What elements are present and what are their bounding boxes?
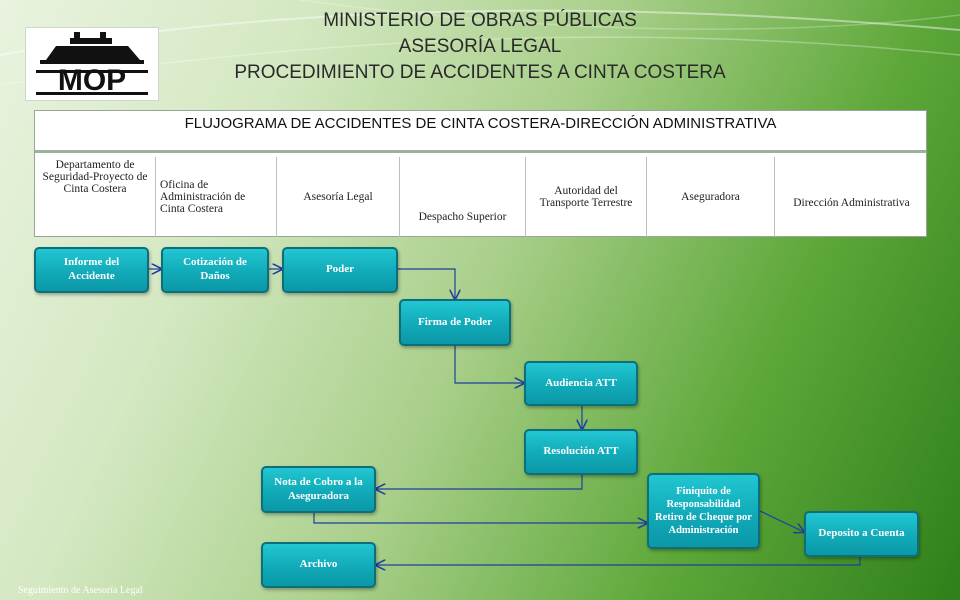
mop-logo-icon: MOP: [36, 32, 148, 97]
mop-logo-text: MOP: [58, 64, 126, 97]
node-archivo: Archivo: [261, 542, 376, 588]
department-title: ASESORÍA LEGAL: [398, 36, 562, 57]
lane-header-att: Autoridad del Transporte Terrestre: [526, 157, 647, 237]
node-cotizacion-de-danos: Cotización de Daños: [161, 247, 269, 293]
lane-header-asesoria: Asesoría Legal: [277, 157, 400, 237]
arrow-firma-to-audiencia: [454, 346, 524, 383]
node-nota-de-cobro: Nota de Cobro a la Aseguradora: [261, 466, 376, 513]
footer-caption: Seguimiento de Asesoría Legal: [18, 585, 143, 596]
node-firma-de-poder: Firma de Poder: [399, 299, 511, 346]
procedure-title: PROCEDIMIENTO DE ACCIDENTES A CINTA COST…: [234, 62, 726, 83]
node-finiquito: Finiquito de Responsabilidad Retiro de C…: [647, 473, 760, 549]
arrow-resolucion-to-nota: [376, 475, 583, 489]
arrow-finiquito-to-deposito: [759, 510, 804, 532]
arrow-poder-to-firma: [398, 268, 455, 299]
node-audiencia-att: Audiencia ATT: [524, 361, 638, 406]
node-resolucion-att: Resolución ATT: [524, 429, 638, 475]
lane-header-seguridad: Departamento de Seguridad-Proyecto de Ci…: [35, 157, 156, 237]
lane-header-despacho: Despacho Superior: [400, 157, 526, 237]
lane-header-aseguradora: Aseguradora: [647, 157, 775, 237]
node-informe-del-accidente: Informe del Accidente: [34, 247, 149, 293]
lane-header-oficina: Oficina de Administración de Cinta Coste…: [156, 157, 277, 237]
mop-logo: MOP: [25, 27, 159, 101]
flowchart-title: FLUJOGRAMA DE ACCIDENTES DE CINTA COSTER…: [35, 111, 926, 153]
node-poder: Poder: [282, 247, 398, 293]
node-deposito-a-cuenta: Deposito a Cuenta: [804, 511, 919, 557]
lane-header-direccion: Dirección Administrativa: [793, 197, 910, 209]
arrow-deposito-to-archivo: [376, 557, 861, 565]
flowchart-header-table: FLUJOGRAMA DE ACCIDENTES DE CINTA COSTER…: [34, 110, 927, 237]
ministry-title: MINISTERIO DE OBRAS PÚBLICAS: [323, 10, 637, 31]
arrow-nota-to-finiquito: [313, 513, 647, 523]
